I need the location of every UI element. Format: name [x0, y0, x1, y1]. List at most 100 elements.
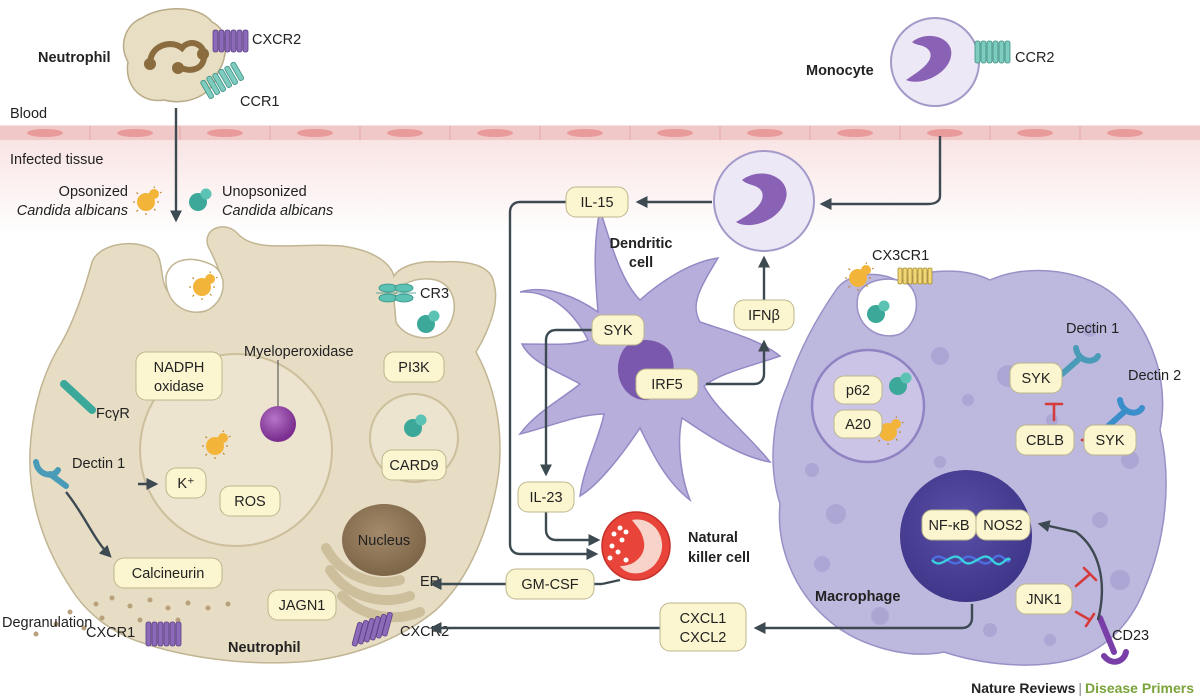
dectin2-label: Dectin 2	[1128, 368, 1181, 384]
monocyte-label: Monocyte	[806, 63, 874, 79]
cxcr2-receptor-bottom-icon	[351, 612, 393, 647]
svg-text:A20: A20	[845, 417, 871, 433]
cxcr1-label: CXCR1	[86, 625, 135, 641]
ifnb-box: IFNβ	[733, 299, 795, 331]
ccr1-receptor-icon	[200, 61, 244, 99]
opsonized-label: Opsonized	[59, 184, 128, 200]
dectin1-macrophage-label: Dectin 1	[1066, 321, 1119, 337]
svg-text:SYK: SYK	[1021, 371, 1050, 387]
unopsonized-species-label: Candida albicans	[222, 203, 333, 219]
svg-text:JNK1: JNK1	[1026, 592, 1061, 608]
cd23-to-nos2-arrow	[1037, 520, 1104, 621]
opsonized-species-label: Candida albicans	[17, 203, 128, 219]
dendritic-label-1: Dendritic	[610, 236, 673, 252]
svg-text:JAGN1: JAGN1	[279, 598, 326, 614]
fcgr-receptor-icon	[60, 380, 96, 414]
myeloperoxidase-label: Myeloperoxidase	[244, 344, 354, 360]
ccr2-label: CCR2	[1015, 50, 1054, 66]
nk-to-gmcsf-stub	[601, 578, 621, 586]
nadph-oxidase-box: NADPH oxidase	[135, 351, 223, 401]
neutrophil-tissue-label: Neutrophil	[228, 640, 301, 656]
pi3k-box: PI3K	[383, 351, 445, 383]
macrophage-label: Macrophage	[815, 589, 900, 605]
svg-text:ROS: ROS	[234, 494, 265, 510]
nk-label-2: killer cell	[688, 550, 750, 566]
journal-name: Nature Reviews	[971, 680, 1076, 696]
credit-separator: |	[1078, 680, 1083, 696]
svg-text:SYK: SYK	[603, 323, 632, 339]
ccr1-label: CCR1	[240, 94, 279, 110]
source-credit: Nature Reviews|Disease Primers	[971, 680, 1194, 696]
cd23-receptor-icon	[1097, 615, 1129, 665]
neutrophil-blood-label: Neutrophil	[38, 50, 111, 66]
svg-text:IRF5: IRF5	[651, 377, 682, 393]
svg-text:IFNβ: IFNβ	[748, 308, 780, 324]
irf5-box: IRF5	[635, 368, 699, 400]
cxcr1-receptor-icon	[145, 621, 182, 647]
neutrophil-blood	[122, 8, 227, 103]
cr3-label: CR3	[420, 286, 449, 302]
jagn1-box: JAGN1	[267, 589, 337, 621]
dectin1-to-calcineurin-arrow	[65, 491, 112, 558]
svg-text:GM-CSF: GM-CSF	[521, 577, 578, 593]
cx3cr1-label: CX3CR1	[872, 248, 929, 264]
syk-to-il23-arrow	[540, 328, 592, 477]
svg-text:CARD9: CARD9	[389, 458, 438, 474]
unopsonized-label: Unopsonized	[222, 184, 307, 200]
nucleus	[342, 504, 426, 576]
il23-box: IL-23	[517, 481, 575, 513]
k-ion-box: K⁺	[165, 467, 207, 499]
svg-text:CBLB: CBLB	[1026, 433, 1064, 449]
cblb-inhibits-syk1	[1044, 402, 1064, 422]
svg-text:IL-23: IL-23	[529, 490, 562, 506]
monocyte-recruitment-arrow	[819, 136, 942, 210]
a20-box: A20	[833, 409, 883, 439]
card9-box: CARD9	[381, 449, 447, 481]
svg-text:NADPH: NADPH	[154, 360, 205, 376]
cxcr2-top-label: CXCR2	[252, 32, 301, 48]
myeloperoxidase-granule	[260, 406, 296, 442]
svg-text:IL-15: IL-15	[580, 195, 613, 211]
dendritic-cell	[518, 207, 782, 503]
jnk1-box: JNK1	[1015, 583, 1073, 615]
blood-label: Blood	[10, 106, 47, 122]
endothelium	[0, 126, 1200, 140]
macrophage-to-cxcl-arrow	[753, 604, 974, 634]
il15-to-nk-arrow	[508, 200, 599, 560]
syk-macrophage-box-2: SYK	[1083, 424, 1137, 456]
natural-killer-cell	[601, 511, 671, 581]
svg-text:NF-κB: NF-κB	[928, 518, 969, 534]
ros-box: ROS	[219, 485, 281, 517]
dectin1-macrophage-receptor-icon	[1059, 345, 1101, 377]
nfkb-box: NF-κB	[921, 509, 977, 541]
il23-to-nk-arrow	[544, 512, 601, 546]
ccr2-receptor-icon	[974, 40, 1011, 64]
svg-text:SYK: SYK	[1095, 433, 1124, 449]
series-name: Disease Primers	[1085, 680, 1194, 696]
svg-text:NOS2: NOS2	[983, 518, 1023, 534]
cr3-receptor-icon	[376, 283, 416, 303]
p62-box: p62	[833, 375, 883, 405]
er-label: ER	[420, 574, 440, 590]
dectin1-neutrophil-label: Dectin 1	[72, 456, 125, 472]
svg-text:CXCL1: CXCL1	[680, 611, 727, 627]
dendritic-label-2: cell	[629, 255, 653, 271]
degranulation-label: Degranulation	[2, 615, 92, 631]
cx3cr1-receptor-icon	[897, 267, 933, 285]
irf5-to-ifnb-arrow	[706, 339, 770, 386]
monocyte-tissue-cell	[713, 150, 815, 252]
infected-tissue-label: Infected tissue	[10, 152, 104, 168]
cxcr2-bottom-label: CXCR2	[400, 624, 449, 640]
nos2-box: NOS2	[975, 509, 1031, 541]
svg-text:CXCL2: CXCL2	[680, 630, 727, 646]
nucleus-label: Nucleus	[358, 533, 410, 549]
svg-text:p62: p62	[846, 383, 870, 399]
svg-text:oxidase: oxidase	[154, 379, 204, 395]
cd23-label: CD23	[1112, 628, 1149, 644]
dectin1-neutrophil-receptor-icon	[33, 459, 69, 489]
fcgr-label: FcγR	[96, 406, 130, 422]
cxcr2-receptor-top-icon	[212, 29, 249, 53]
calcineurin-box: Calcineurin	[113, 557, 223, 589]
gmcsf-box: GM-CSF	[505, 568, 595, 600]
